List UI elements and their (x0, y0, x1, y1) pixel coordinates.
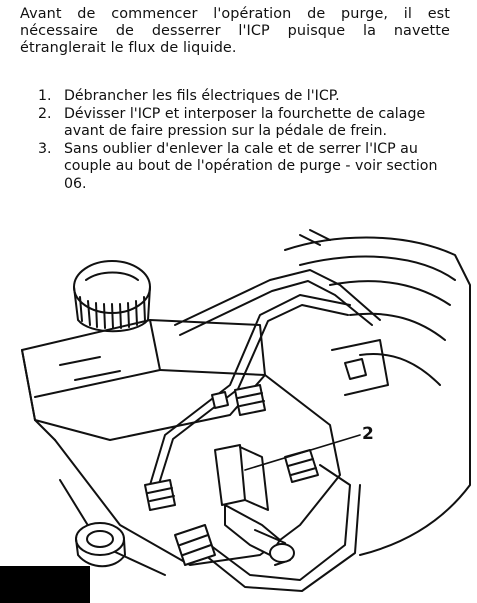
pipe-union-nut (234, 384, 266, 416)
brake-pipe (149, 294, 351, 486)
master-cylinder-illustration (21, 229, 471, 592)
step-number: 1. (38, 88, 52, 104)
callout-number: 2 (362, 424, 374, 444)
reservoir-cap (73, 260, 151, 333)
brake-pipe (209, 464, 351, 581)
corner-block (0, 566, 90, 603)
intro-paragraph: Avant de commencer l'opération de purge,… (20, 6, 450, 56)
icp-pressure-switch (214, 444, 295, 566)
pipe-union-nut (174, 524, 216, 566)
step-item: 3. Sans oublier d'enlever la cale et de … (38, 141, 458, 194)
step-text: Dévisser l'ICP et interposer la fourchet… (64, 105, 426, 140)
mounting-bolt (331, 339, 389, 396)
pipe-union-nut (144, 479, 176, 511)
step-number: 2. (38, 105, 52, 122)
fluid-reservoir (21, 319, 266, 441)
mounting-bolt (211, 391, 229, 409)
brake-pipe (174, 269, 381, 326)
steps-list: 1. Débrancher les fils électriques de l'… (38, 88, 458, 193)
pipe-union-nut (284, 449, 319, 483)
step-text: Débrancher les fils électriques de l'ICP… (64, 88, 340, 104)
step-item: 2. Dévisser l'ICP et interposer la fourc… (38, 106, 458, 141)
brake-servo-outline (284, 236, 471, 556)
step-item: 1. Débrancher les fils électriques de l'… (38, 88, 458, 106)
step-number: 3. (38, 140, 52, 157)
step-text: Sans oublier d'enlever la cale et de ser… (64, 140, 438, 192)
callout-leader-line (244, 434, 361, 471)
cylinder-end-nut (75, 522, 126, 568)
